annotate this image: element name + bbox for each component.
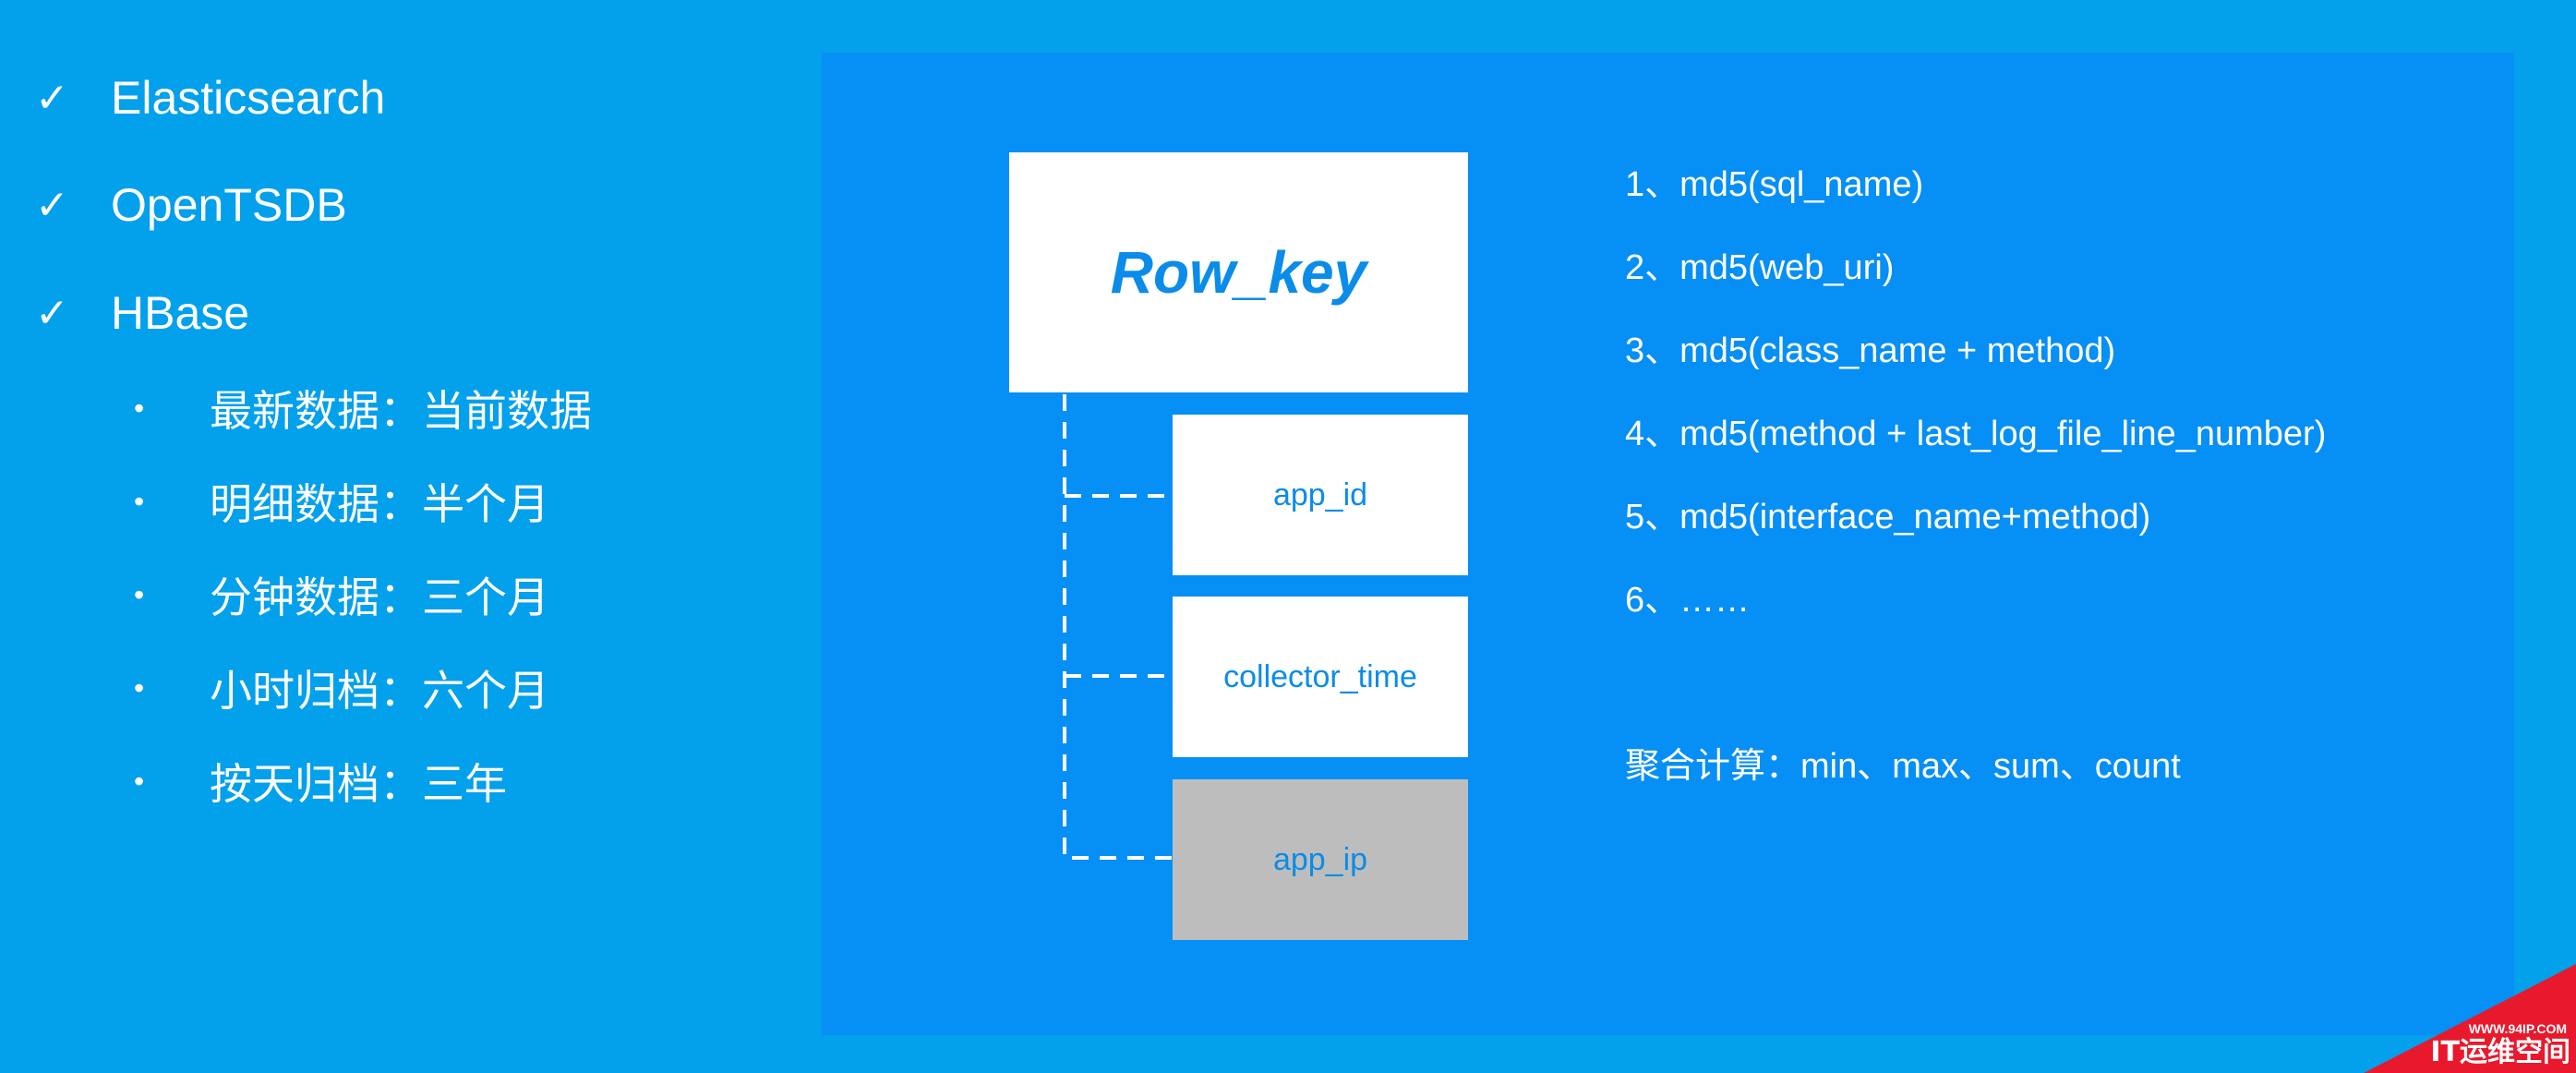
watermark-url: WWW.94IP.COM <box>2468 1021 2567 1036</box>
bullet-icon: • <box>134 484 145 518</box>
md5-item-2: 2、md5(web_uri) <box>1625 247 1895 287</box>
check-item-hbase: ✓ HBase <box>35 281 249 345</box>
app-id-label: app_id <box>1272 476 1368 512</box>
check-icon: ✓ <box>35 290 69 336</box>
check-icon: ✓ <box>35 182 69 228</box>
content-panel: Row_key app_id collector_time app_ip <box>822 53 2514 1035</box>
bullet-item-hour: • 小时归档：六个月 <box>134 656 549 720</box>
tree-connectors <box>1063 394 1173 860</box>
bullet-item-minute: • 分钟数据：三个月 <box>134 562 549 627</box>
check-item-label: Elasticsearch <box>111 72 386 124</box>
bullet-item-label: 按天归档：三年 <box>210 760 507 808</box>
bullet-item-label: 最新数据：当前数据 <box>210 387 592 435</box>
bullet-icon: • <box>134 764 145 798</box>
watermark-triangle <box>2364 964 2576 1073</box>
collector-time-box: collector_time <box>1173 597 1468 757</box>
md5-item-1: 1、md5(sql_name) <box>1625 164 1924 204</box>
bullet-item-label: 小时归档：六个月 <box>210 667 549 715</box>
bullet-item-latest: • 最新数据：当前数据 <box>134 376 592 440</box>
bullet-icon: • <box>134 391 145 425</box>
watermark-logo: WWW.94IP.COM IT运维空间 <box>2364 964 2576 1073</box>
app-id-box: app_id <box>1173 415 1468 575</box>
bullet-item-detail: • 明细数据：半个月 <box>134 469 549 534</box>
md5-item-4: 4、md5(method + last_log_file_line_number… <box>1625 414 2327 453</box>
md5-item-3: 3、md5(class_name + method) <box>1625 331 2116 370</box>
bullet-item-label: 明细数据：半个月 <box>210 480 549 528</box>
check-item-opentsdb: ✓ OpenTSDB <box>35 173 347 237</box>
check-item-elasticsearch: ✓ Elasticsearch <box>35 66 385 130</box>
connector-main <box>1063 394 1173 860</box>
aggregation-text: 聚合计算：min、max、sum、count <box>1625 746 2181 786</box>
bullet-item-label: 分钟数据：三个月 <box>210 573 549 621</box>
bullet-item-day: • 按天归档：三年 <box>134 749 507 814</box>
row-key-box: Row_key <box>1009 152 1468 392</box>
app-ip-box: app_ip <box>1173 779 1468 940</box>
md5-item-6: 6、…… <box>1625 580 1751 620</box>
check-item-label: OpenTSDB <box>111 179 347 231</box>
check-item-label: HBase <box>111 287 250 339</box>
app-ip-label: app_ip <box>1272 841 1368 877</box>
collector-time-label: collector_time <box>1223 658 1417 694</box>
watermark-name: IT运维空间 <box>2430 1036 2570 1068</box>
bullet-icon: • <box>134 670 145 705</box>
md5-item-5: 5、md5(interface_name+method) <box>1625 497 2151 536</box>
row-key-label: Row_key <box>1110 239 1367 306</box>
check-icon: ✓ <box>35 75 69 121</box>
bullet-icon: • <box>134 577 145 611</box>
